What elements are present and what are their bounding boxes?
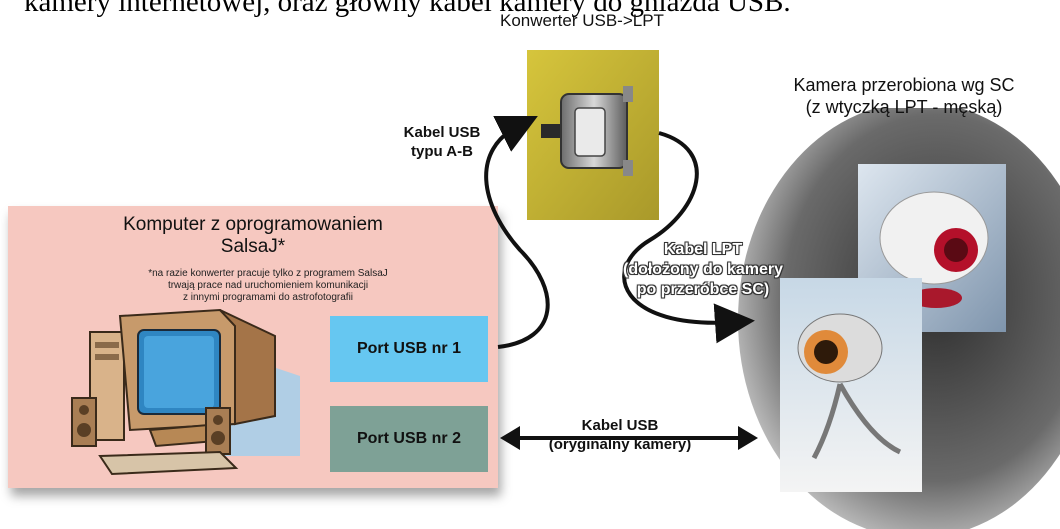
usb-lpt-converter-icon	[527, 50, 659, 220]
camera-title-line2: (z wtyczką LPT - męską)	[805, 97, 1003, 117]
port-usb-2-label: Port USB nr 2	[356, 430, 461, 447]
port-usb-2: Port USB nr 2	[330, 406, 488, 472]
computer-title-line1: Komputer z oprogramowaniem	[123, 214, 383, 235]
lpt-cable	[622, 131, 755, 344]
usb-ab-line1: Kabel USB	[403, 124, 481, 141]
computer-icon	[71, 308, 300, 476]
port-usb-1-label: Port USB nr 1	[356, 340, 461, 357]
usb-orig-line1: Kabel USB	[581, 417, 659, 434]
converter-title: Konwerter USB->LPT	[500, 11, 664, 30]
computer-note-line1: *na razie konwerter pracuje tylko z prog…	[148, 268, 388, 279]
computer-note-line3: z innymi programami do astrofotografii	[182, 292, 354, 303]
webcam-photo-icon	[738, 108, 1060, 529]
camera-title-line1: Kamera przerobiona wg SC	[793, 75, 1015, 95]
usb-ab-cable	[484, 116, 550, 349]
lpt-line3: po przeróbce SC)	[636, 281, 770, 298]
top-caption: kamery internetowej, oraz główny kabel k…	[24, 0, 791, 18]
lpt-cable-label: Kabel LPT (dołożony do kamery po przerób…	[590, 240, 816, 300]
lpt-line2: (dołożony do kamery	[622, 261, 784, 278]
usb-original-cable-label: Kabel USB (oryginalny kamery)	[524, 416, 716, 454]
computer-note-line2: trwają prace nad uruchomieniem komunikac…	[167, 280, 369, 291]
lpt-line1: Kabel LPT	[663, 241, 743, 258]
usb-ab-cable-label: Kabel USB typu A-B	[388, 123, 496, 161]
camera-title: Kamera przerobiona wg SC (z wtyczką LPT …	[752, 74, 1056, 118]
usb-orig-line2: (oryginalny kamery)	[548, 436, 692, 453]
port-usb-1: Port USB nr 1	[330, 316, 488, 382]
computer-title: Komputer z oprogramowaniem SalsaJ*	[8, 214, 498, 258]
usb-ab-line2: typu A-B	[411, 143, 473, 160]
computer-title-line2: SalsaJ*	[220, 236, 286, 257]
